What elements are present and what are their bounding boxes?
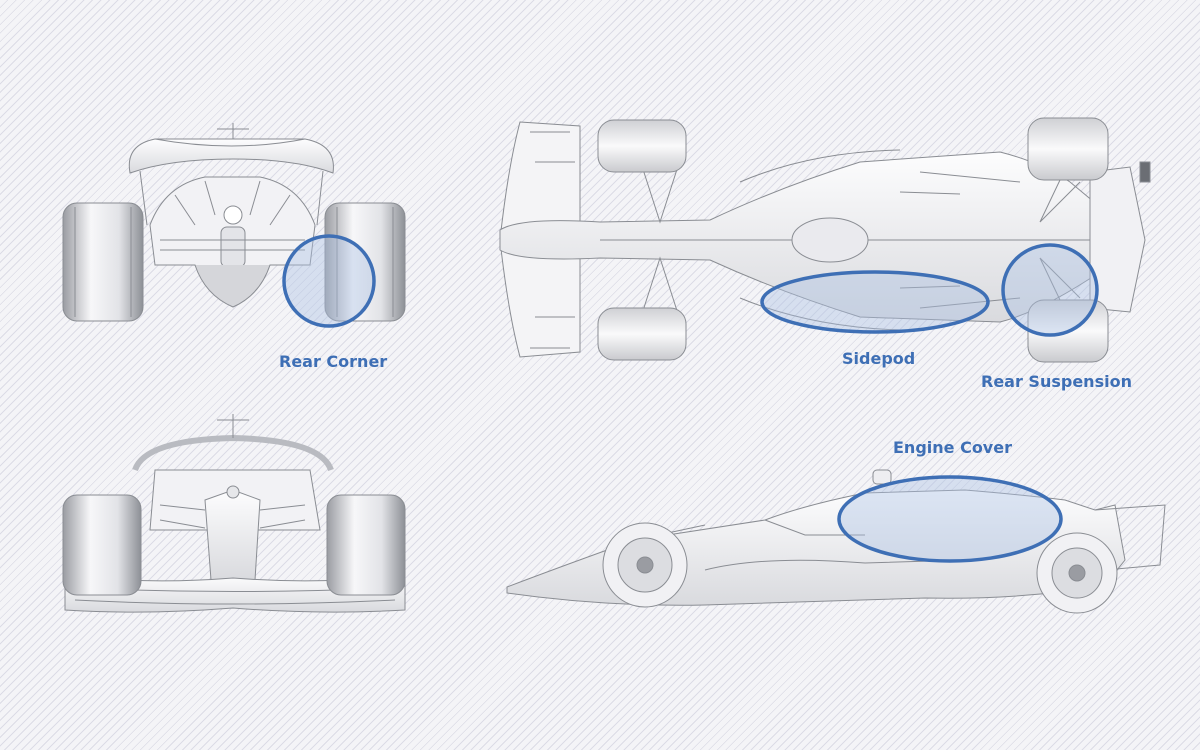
halo-front xyxy=(132,414,334,472)
side-rear-wheel xyxy=(1036,532,1118,614)
engine-cover-highlight xyxy=(837,475,1063,563)
rear-suspension-label: Rear Suspension xyxy=(981,372,1132,391)
sidepod-highlight xyxy=(760,270,990,334)
rear-view xyxy=(55,115,415,330)
side-front-wheel xyxy=(602,522,688,608)
rear-tyre-right xyxy=(324,202,406,322)
rear-body xyxy=(149,176,316,308)
front-tyre-top-lower xyxy=(597,307,687,361)
rear-corner-highlight xyxy=(282,234,376,328)
sidepod-label: Sidepod xyxy=(842,349,916,368)
front-body xyxy=(149,469,321,581)
engine-cover-label: Engine Cover xyxy=(893,438,1012,457)
front-view xyxy=(55,410,415,625)
front-tyre-top-upper xyxy=(597,119,687,173)
suspension-top xyxy=(639,159,1081,321)
rear-wing xyxy=(128,123,334,226)
rear-wing-top xyxy=(1089,161,1151,313)
front-tyre-right xyxy=(326,494,406,596)
rear-corner-label: Rear Corner xyxy=(279,352,388,371)
rear-suspension-highlight xyxy=(1001,243,1099,337)
rear-tyre-left xyxy=(62,202,144,322)
front-tyre-left xyxy=(62,494,142,596)
rear-tyre-top-upper xyxy=(1027,117,1109,181)
side-view xyxy=(505,465,1170,625)
